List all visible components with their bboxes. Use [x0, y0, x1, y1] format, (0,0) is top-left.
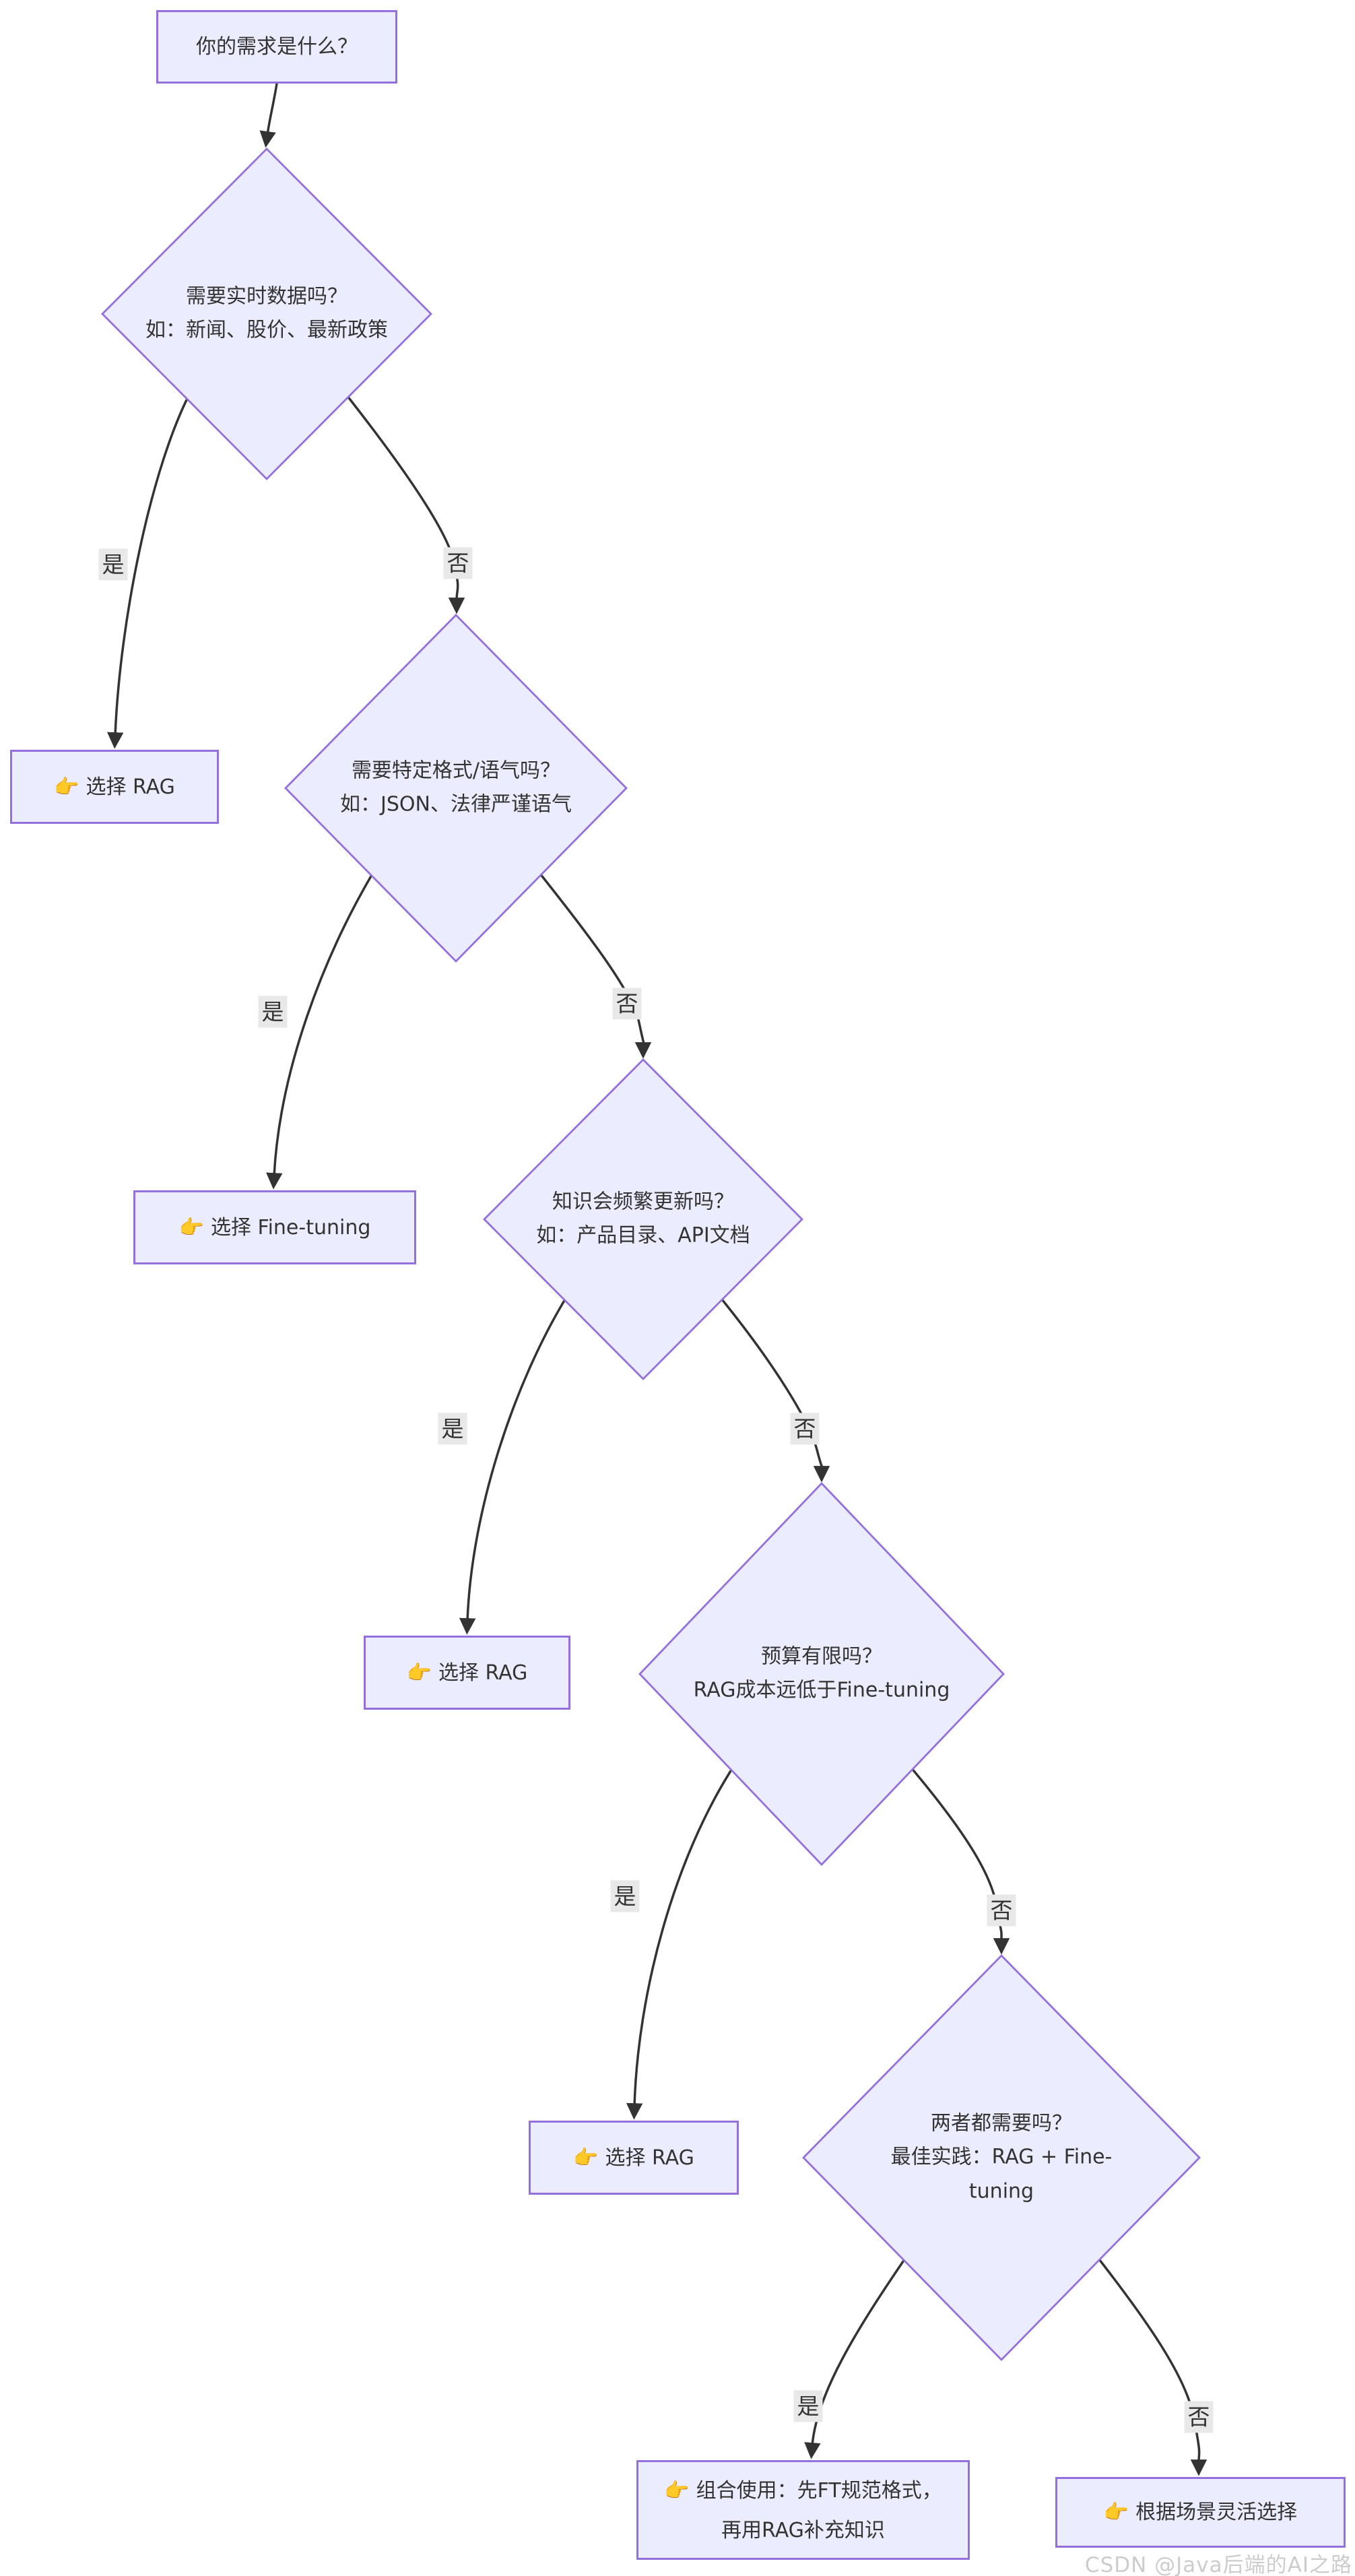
decision-line1: 需要特定格式/语气吗？: [351, 759, 561, 783]
pointing-finger-icon: 👉: [178, 1215, 204, 1239]
decision-diamond-budget: [638, 1481, 1005, 1867]
decision-text-realtime: 需要实时数据吗？ 如：新闻、股价、最新政策: [108, 280, 425, 348]
decision-line1: 知识会频繁更新吗？: [552, 1190, 734, 1214]
edge-label-yes-both: 是: [793, 2390, 823, 2422]
result-node-combine: 👉组合使用：先FT规范格式，再用RAG补充知识: [636, 2460, 970, 2560]
csdn-watermark: CSDN @Java后端的AI之路: [1084, 2553, 1352, 2576]
result-label: 组合使用：先FT规范格式，再用RAG补充知识: [696, 2479, 942, 2542]
edge-both-no: [1091, 2249, 1208, 2476]
decision-diamond-realtime: [101, 148, 432, 480]
result-label: 选择 RAG: [438, 1661, 528, 1685]
edge-label-no-realtime: 否: [443, 547, 473, 579]
edge-budget-no: [909, 1766, 1010, 1955]
result-node-rag-2: 👉 选择 RAG: [364, 1636, 570, 1710]
decision-text-budget: 预算有限吗？ RAG成本远低于Fine-tuning: [650, 1640, 993, 1708]
decision-text-both: 两者都需要吗？ 最佳实践：RAG + Fine-tuning: [873, 2106, 1129, 2208]
pointing-finger-icon: 👉: [406, 1661, 432, 1685]
result-label: 选择 RAG: [605, 2146, 694, 2170]
edge-label-no-updates: 否: [790, 1413, 820, 1445]
decision-diamond-format: [284, 614, 628, 963]
result-label: 选择 Fine-tuning: [210, 1215, 371, 1239]
decision-line2: RAG成本远低于Fine-tuning: [693, 1679, 950, 1702]
edge-start-to-realtime: [259, 83, 278, 148]
pointing-finger-icon: 👉: [573, 2146, 599, 2170]
decision-diamond-updates: [483, 1058, 803, 1380]
edge-format-yes: [266, 870, 376, 1190]
edge-budget-yes: [626, 1765, 735, 2120]
pointing-finger-icon: 👉: [54, 775, 79, 799]
start-node-label: 你的需求是什么？: [196, 35, 358, 59]
result-node-rag-3: 👉 选择 RAG: [529, 2121, 739, 2195]
decision-line2: 如：新闻、股价、最新政策: [145, 319, 388, 342]
decision-line1: 两者都需要吗？: [931, 2111, 1072, 2135]
edge-updates-yes: [459, 1295, 568, 1635]
decision-line2: 如：JSON、法律严谨语气: [340, 793, 572, 816]
result-node-flexible: 👉 根据场景灵活选择: [1055, 2477, 1346, 2548]
pointing-finger-icon: 👉: [664, 2479, 690, 2503]
decision-line2: 如：产品目录、API文档: [536, 1224, 750, 1248]
decision-line2: 最佳实践：RAG + Fine-tuning: [890, 2145, 1113, 2203]
edge-label-yes-format: 是: [258, 996, 288, 1028]
decision-text-format: 需要特定格式/语气吗？ 如：JSON、法律严谨语气: [291, 754, 621, 823]
edge-both-yes: [804, 2250, 912, 2459]
result-label: 根据场景灵活选择: [1135, 2501, 1298, 2524]
edge-label-yes-updates: 是: [438, 1413, 467, 1445]
result-label: 选择 RAG: [86, 775, 175, 799]
result-node-fine-tuning: 👉 选择 Fine-tuning: [133, 1190, 416, 1264]
pointing-finger-icon: 👉: [1103, 2501, 1129, 2524]
edge-label-no-both: 否: [1184, 2401, 1214, 2433]
decision-text-updates: 知识会频繁更新吗？ 如：产品目录、API文档: [488, 1186, 798, 1254]
decision-diamond-both: [802, 1954, 1201, 2362]
decision-line1: 需要实时数据吗？: [186, 284, 348, 309]
edge-label-no-format: 否: [612, 988, 642, 1020]
edge-label-yes-realtime: 是: [98, 548, 128, 581]
edge-label-no-budget: 否: [987, 1894, 1016, 1927]
edge-label-yes-budget: 是: [610, 1880, 640, 1912]
decision-line1: 预算有限吗？: [761, 1644, 882, 1669]
result-node-rag-1: 👉 选择 RAG: [10, 750, 219, 824]
edge-realtime-no: [341, 388, 465, 614]
start-node: 你的需求是什么？: [156, 10, 397, 84]
edge-realtime-yes: [106, 389, 193, 749]
